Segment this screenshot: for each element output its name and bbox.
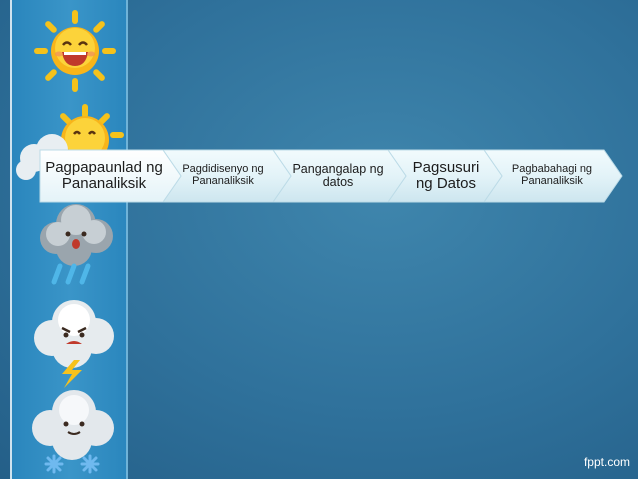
process-step-3-label: Pangangalap ng datos xyxy=(292,161,384,189)
slide-left-border xyxy=(10,0,12,479)
watermark: fppt.com xyxy=(583,455,630,469)
snow-cloud-icon xyxy=(32,390,114,474)
process-step-1-label: Pagpapaunlad ng Pananaliksik xyxy=(45,159,163,192)
rain-cloud-icon xyxy=(40,204,113,285)
sun-laughing-icon xyxy=(34,10,116,92)
process-step-5-label: Pagbabahagi ng Pananaliksik xyxy=(511,163,593,187)
thunder-cloud-icon xyxy=(34,300,114,388)
sidebar-edge xyxy=(126,0,128,479)
process-step-2-label: Pagdidisenyo ng Pananaliksik xyxy=(182,163,264,187)
process-step-4-label: Pagsusuri ng Datos xyxy=(412,159,480,192)
process-step-1-shape xyxy=(39,149,182,203)
